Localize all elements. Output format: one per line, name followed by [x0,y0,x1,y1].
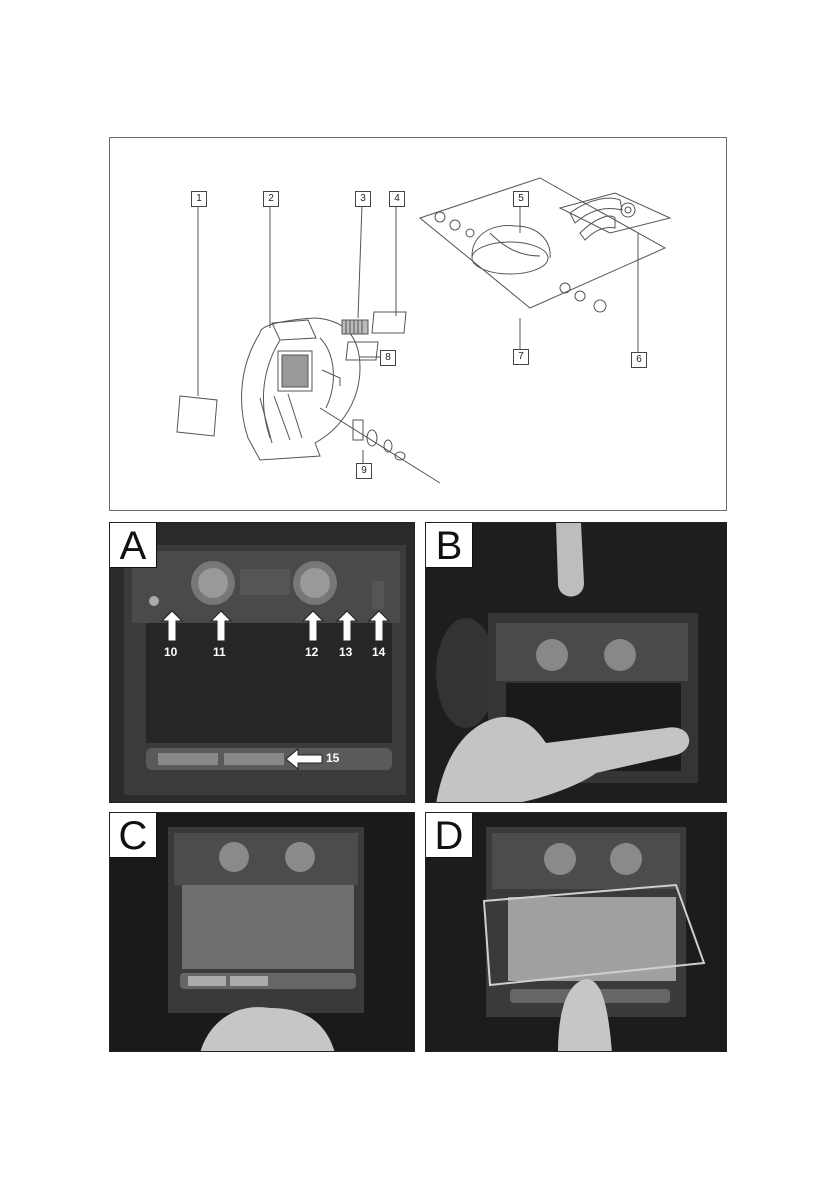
callout-8: 8 [380,350,396,366]
callout-7: 7 [513,349,529,365]
label-10: 10 [164,645,177,659]
photo-a: A 10 11 12 13 14 15 [109,522,415,803]
callout-6: 6 [631,352,647,368]
callout-5: 5 [513,191,529,207]
label-13: 13 [339,645,352,659]
photo-a-label: A [110,523,157,568]
label-14: 14 [372,645,385,659]
callout-1: 1 [191,191,207,207]
exploded-parts-diagram: 1 2 3 4 5 6 7 8 9 [109,137,727,511]
photo-c: C [109,812,415,1052]
leader-line-3 [358,205,362,318]
photo-d-label: D [426,813,473,858]
label-15: 15 [326,751,339,765]
callout-3: 3 [355,191,371,207]
callout-4: 4 [389,191,405,207]
photo-d: D [425,812,727,1052]
headgear-axis-plane [420,178,665,308]
photo-b: B [425,522,727,803]
label-12: 12 [305,645,318,659]
callout-2: 2 [263,191,279,207]
photo-b-label: B [426,523,473,568]
outer-lens-shape [177,396,217,436]
photo-c-label: C [110,813,157,858]
label-11: 11 [213,645,226,659]
callout-9: 9 [356,463,372,479]
axis-line-9 [320,408,440,483]
